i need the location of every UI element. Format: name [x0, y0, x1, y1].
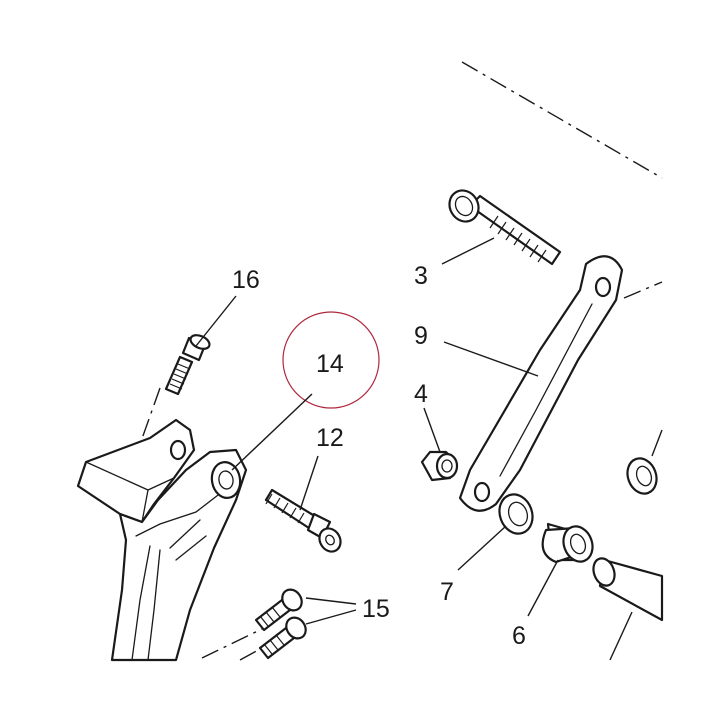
callout-16: 16 — [232, 266, 260, 294]
callout-14: 14 — [316, 350, 344, 378]
highlight-ring — [282, 311, 380, 409]
footrest-bracket — [76, 418, 248, 662]
bushing-6 — [541, 522, 594, 564]
bolts-15 — [254, 588, 307, 660]
washer-right — [626, 457, 658, 495]
callout-12: 12 — [316, 424, 344, 452]
link-arm-9 — [458, 255, 624, 512]
nut-4 — [420, 450, 459, 482]
callout-4: 4 — [414, 380, 428, 408]
callout-9: 9 — [414, 322, 428, 350]
shaft — [592, 557, 664, 622]
bolt-16 — [164, 334, 211, 396]
bolt-12 — [264, 488, 342, 553]
washer-7 — [498, 493, 534, 535]
callout-7: 7 — [440, 578, 454, 606]
centerlines — [127, 61, 663, 661]
callout-3: 3 — [414, 262, 428, 290]
bolt-3 — [448, 189, 562, 266]
callout-15: 15 — [362, 595, 390, 623]
callout-6: 6 — [512, 622, 526, 650]
callouts: 16 14 12 15 3 9 4 7 6 — [232, 262, 526, 650]
leader-lines — [195, 237, 663, 661]
